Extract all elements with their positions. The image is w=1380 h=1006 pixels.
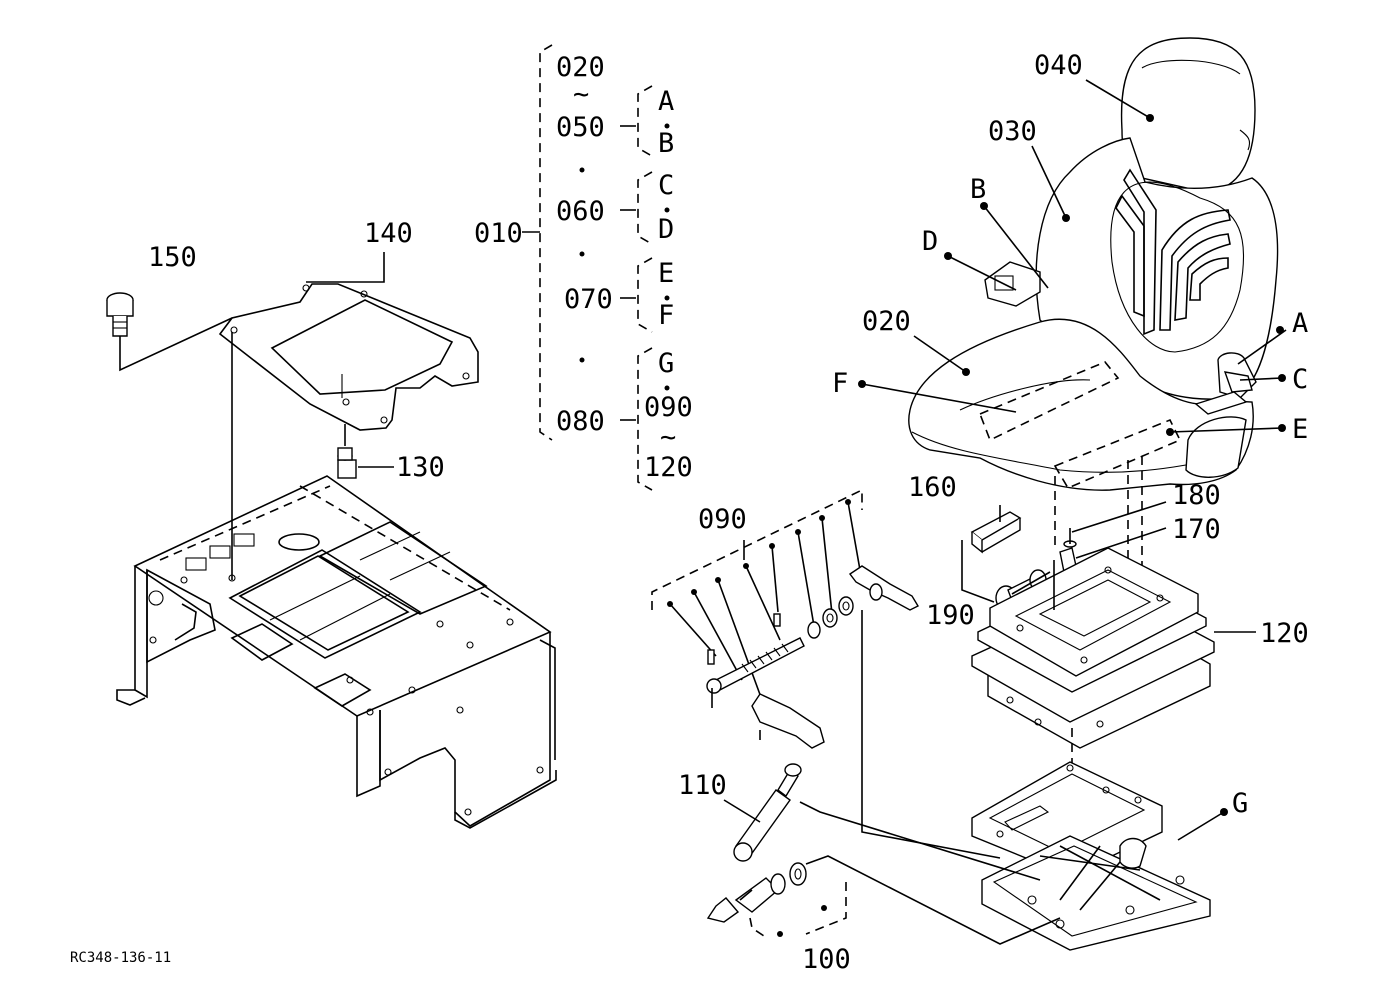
label-050: 050 — [556, 112, 605, 143]
nut-130 — [337, 424, 394, 479]
label-100: 100 — [802, 944, 851, 975]
reference-code: RC348-136-11 — [70, 950, 171, 966]
label-080: 080 — [556, 406, 605, 437]
label-180: 180 — [1172, 480, 1221, 511]
label-seat-F: F — [832, 368, 848, 399]
label-190: 190 — [926, 600, 975, 631]
label-F-top: F — [658, 300, 674, 331]
seat-callouts — [858, 79, 1287, 436]
suspension-G — [971, 761, 1228, 951]
label-110: 110 — [678, 770, 727, 801]
seat-assembly — [908, 37, 1279, 632]
part-labels: 040 030 B D 020 F A C E 160 180 170 190 … — [70, 50, 1309, 975]
label-E-top: E — [658, 258, 674, 289]
label-seat-A: A — [1292, 308, 1308, 339]
bolt-150 — [106, 292, 233, 372]
label-A-top: A — [658, 86, 674, 117]
label-150: 150 — [148, 242, 197, 273]
label-120: 120 — [1260, 618, 1309, 649]
label-D-top: D — [658, 214, 674, 245]
tilde-1: ~ — [573, 79, 589, 110]
label-040: 040 — [1034, 50, 1083, 81]
label-140: 140 — [364, 218, 413, 249]
index-tree: 010 020 ~ 050 060 070 080 A B C D E F G … — [474, 44, 693, 491]
label-seat-C: C — [1292, 364, 1308, 395]
bellows-120 — [971, 547, 1256, 796]
label-160: 160 — [908, 472, 957, 503]
label-seat-D: D — [922, 226, 938, 257]
tilde-2: ~ — [660, 422, 676, 453]
label-090: 090 — [698, 504, 747, 535]
label-B-top: B — [658, 128, 674, 159]
mounting-plate-140 — [218, 283, 479, 431]
label-090-range: 090 — [644, 392, 693, 423]
label-170: 170 — [1172, 514, 1221, 545]
knob-100 — [706, 855, 1061, 945]
label-060: 060 — [556, 196, 605, 227]
label-070: 070 — [564, 284, 613, 315]
label-120-range: 120 — [644, 452, 693, 483]
label-C-top: C — [658, 170, 674, 201]
lever-group-090 — [651, 488, 1001, 859]
label-030: 030 — [988, 116, 1037, 147]
label-020-range: 020 — [556, 52, 605, 83]
label-seat-B: B — [970, 174, 986, 205]
damper-110 — [723, 763, 1041, 881]
label-020: 020 — [862, 306, 911, 337]
label-seat-G: G — [1232, 788, 1248, 819]
seat-mounting-frame — [116, 475, 557, 829]
label-010: 010 — [474, 218, 523, 249]
label-G-top: G — [658, 348, 674, 379]
label-130: 130 — [396, 452, 445, 483]
label-seat-E: E — [1292, 414, 1308, 445]
